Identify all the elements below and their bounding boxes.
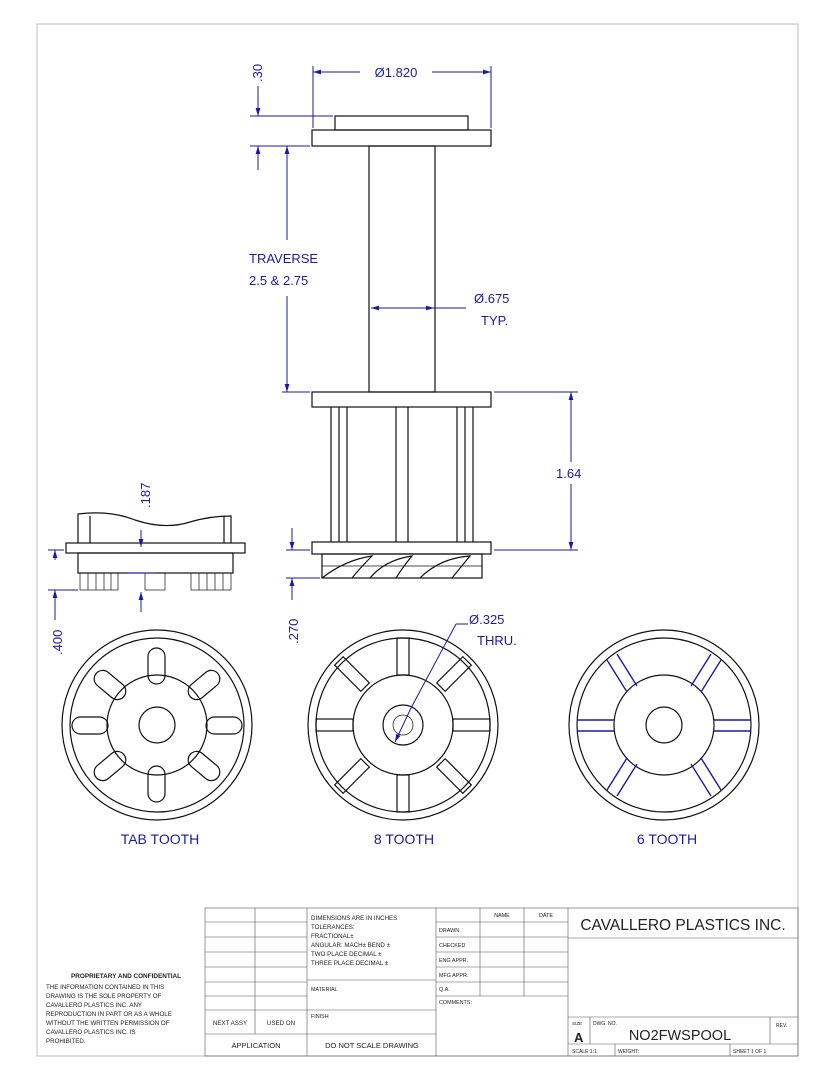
dim-bottom-thickness: .270	[286, 528, 320, 644]
proprietary-line: CAVALLERO PLASTICS INC. ANY	[46, 1002, 142, 1009]
drawn-row: DRAWN	[439, 928, 459, 934]
spool-front-view	[311, 115, 492, 579]
name-column-header: NAME	[494, 913, 510, 919]
traverse-label-2: 2.5 & 2.75	[249, 273, 308, 288]
dim-hub-length: 1.64	[494, 391, 581, 551]
do-not-scale-label: DO NOT SCALE DRAWING	[325, 1041, 419, 1050]
tolerance-line: THREE PLACE DECIMAL ±	[311, 960, 389, 967]
proprietary-line: DRAWING IS THE SOLE PROPERTY OF	[46, 993, 162, 1000]
dim-top-diameter: Ø1.820	[312, 65, 492, 128]
date-column-header: DATE	[539, 913, 553, 919]
top-diameter-label: Ø1.820	[375, 65, 418, 80]
size-label: SIZE	[572, 1021, 582, 1026]
tolerance-notes: DIMENSIONS ARE IN INCHES TOLERANCES: FRA…	[311, 915, 397, 967]
title-block	[204, 907, 799, 1057]
sheet-border	[36, 23, 799, 1057]
eight-tooth-label: 8 TOOTH	[374, 831, 434, 847]
next-assy-label: NEXT ASSY	[213, 1020, 247, 1027]
shaft-diameter-label: Ø.675	[474, 291, 509, 306]
proprietary-line: WITHOUT THE WRITTEN PERMISSION OF	[46, 1020, 170, 1027]
hole-diameter-label: Ø.325	[469, 612, 504, 627]
dim-tab-height: .400	[48, 549, 78, 655]
tab-depth-label: .187	[138, 483, 153, 508]
tolerance-line: FRACTIONAL±	[311, 933, 354, 940]
tolerance-line: TOLERANCES:	[311, 924, 355, 931]
finish-label: FINISH	[311, 1014, 329, 1020]
proprietary-line: PROHIBITED.	[46, 1038, 86, 1045]
flange-thickness-label: .30	[250, 64, 265, 82]
checked-row: CHECKED	[439, 943, 465, 949]
proprietary-line: THE INFORMATION CONTAINED IN THIS	[46, 984, 164, 991]
dim-shaft-diameter: Ø.675 TYP.	[371, 291, 509, 328]
six-tooth-label: 6 TOOTH	[637, 831, 697, 847]
scale-label: SCALE:1:1	[572, 1049, 597, 1055]
proprietary-line: CAVALLERO PLASTICS INC. IS	[46, 1029, 136, 1036]
dim-traverse: TRAVERSE 2.5 & 2.75	[249, 145, 318, 393]
application-label: APPLICATION	[231, 1041, 280, 1050]
proprietary-notice: THE INFORMATION CONTAINED IN THIS DRAWIN…	[46, 984, 172, 1045]
dim-tab-depth: .187	[128, 483, 155, 612]
company-name: CAVALLERO PLASTICS INC.	[580, 917, 785, 934]
material-label: MATERIAL	[311, 987, 338, 993]
tolerance-line: ANGULAR: MACH± BEND ±	[311, 942, 391, 949]
sheet-label: SHEET 1 OF 1	[733, 1049, 766, 1055]
mfg-appr-row: MFG APPR.	[439, 973, 468, 979]
tolerance-line: TWO PLACE DECIMAL ±	[311, 951, 382, 958]
dwg-no-label: DWG. NO.	[593, 1021, 617, 1027]
comments-label: COMMENTS:	[439, 1000, 472, 1006]
eight-tooth-end-view	[307, 629, 499, 821]
dim-hole-diameter: Ø.325 THRU.	[394, 612, 517, 743]
drawing-number: NO2FWSPOOL	[629, 1028, 731, 1044]
dim-flange-thickness: .30	[250, 64, 333, 170]
eng-appr-row: ENG APPR.	[439, 958, 468, 964]
tab-tooth-side-view	[65, 512, 246, 591]
tolerance-line: DIMENSIONS ARE IN INCHES	[311, 915, 397, 922]
qa-row: Q.A.	[439, 987, 450, 993]
shaft-typ-label: TYP.	[481, 313, 508, 328]
hole-thru-label: THRU.	[477, 633, 517, 648]
hub-length-label: 1.64	[556, 466, 581, 481]
tab-tooth-end-view	[61, 629, 253, 821]
used-on-label: USED ON	[267, 1020, 295, 1027]
proprietary-line: REPRODUCTION IN PART OR AS A WHOLE	[46, 1011, 172, 1018]
weight-label: WEIGHT:	[618, 1049, 639, 1055]
six-tooth-end-view	[568, 629, 760, 821]
proprietary-title: PROPRIETARY AND CONFIDENTIAL	[71, 973, 181, 980]
bottom-thickness-label: .270	[286, 619, 301, 644]
rev-label: REV.	[776, 1023, 787, 1029]
tab-height-label: .400	[50, 630, 65, 655]
traverse-label-1: TRAVERSE	[249, 251, 318, 266]
size-value: A	[574, 1030, 584, 1045]
tab-tooth-label: TAB TOOTH	[121, 831, 200, 847]
